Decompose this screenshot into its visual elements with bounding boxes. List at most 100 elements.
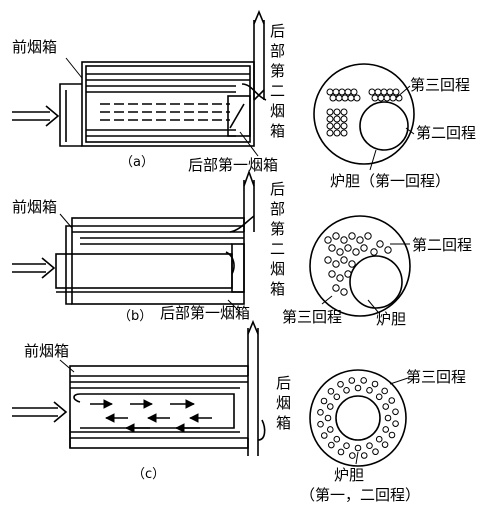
tube-circle xyxy=(340,256,348,264)
tube-circle xyxy=(326,129,334,137)
tube-circle xyxy=(344,88,352,96)
tube-circle xyxy=(340,108,348,116)
svg-text:二: 二 xyxy=(270,82,285,100)
tube-circle xyxy=(329,94,337,102)
tube-circle xyxy=(341,94,349,102)
rear-first-smoke-box-a xyxy=(227,95,251,137)
tube-circle xyxy=(317,420,324,428)
tube-circle xyxy=(344,244,352,252)
tube-circle xyxy=(328,270,336,278)
tube-circle xyxy=(335,94,343,102)
label-front-smoke-box-a: 前烟箱 xyxy=(12,38,57,56)
tube-circle xyxy=(381,441,389,448)
svg-text:烟: 烟 xyxy=(276,394,291,412)
boiler-shell-c xyxy=(69,365,249,449)
tube-circle xyxy=(340,122,348,130)
tube-circle xyxy=(328,244,336,252)
label-furnace-b: 炉胆 xyxy=(376,310,406,328)
svg-text:部: 部 xyxy=(270,200,285,218)
tube-circle xyxy=(333,108,341,116)
tube-circle xyxy=(320,397,328,405)
tube-circle xyxy=(340,236,348,244)
tube-circle xyxy=(327,388,335,395)
tube-circle xyxy=(343,442,350,450)
tube-circle xyxy=(375,435,383,443)
tube-circle xyxy=(382,403,390,410)
label-rear-first-smoke-box-b: 后部第一烟箱 xyxy=(160,304,250,322)
tube-circle xyxy=(333,115,341,123)
tube-circle xyxy=(384,414,392,422)
front-smoke-box-a xyxy=(59,83,82,147)
tube-circle xyxy=(340,129,348,137)
cross-section-a xyxy=(313,63,415,171)
label-front-smoke-box-b: 前烟箱 xyxy=(12,198,57,216)
rear-smoke-box-c xyxy=(247,328,259,456)
tube-circle xyxy=(389,94,397,102)
tube-circle xyxy=(384,246,392,254)
tube-circle xyxy=(386,88,394,96)
label-rear-first-smoke-box-a: 后部第一烟箱 xyxy=(188,156,278,174)
front-smoke-box-b xyxy=(65,225,72,305)
label-rear-second-smoke-box-b: 后 部 第 二 烟 箱 xyxy=(270,180,285,298)
tube-circle xyxy=(340,115,348,123)
label-second-pass-b: 第二回程 xyxy=(412,236,472,254)
tube-circle xyxy=(320,432,328,439)
tube-circle xyxy=(388,431,396,439)
svg-text:烟: 烟 xyxy=(270,260,285,278)
label-furnace-a: 炉胆（第一回程） xyxy=(330,172,450,190)
tube-circle xyxy=(354,444,362,452)
tube-circle xyxy=(348,232,356,240)
tube-circle xyxy=(375,393,383,401)
tube-circle xyxy=(356,236,364,244)
tube-circle xyxy=(354,384,362,392)
tube-circle xyxy=(333,122,341,130)
label-furnace-c: 炉胆 xyxy=(334,466,364,484)
tube-circle xyxy=(326,122,334,130)
svg-text:箱: 箱 xyxy=(276,414,291,432)
panel-b xyxy=(12,169,255,313)
tube-circle xyxy=(337,448,345,456)
label-third-pass-b: 第三回程 xyxy=(282,308,342,326)
tube-circle xyxy=(332,284,340,292)
tube-circle xyxy=(324,256,332,264)
boiler-shell-b xyxy=(71,217,245,305)
label-rear-smoke-box-c: 后 烟 箱 xyxy=(276,374,291,432)
panel-a xyxy=(12,9,267,157)
tube-circle xyxy=(326,108,334,116)
tube-circle xyxy=(352,248,360,256)
tube-circle xyxy=(392,408,399,416)
boiler-shell-a xyxy=(81,61,255,147)
caption-c: （c） xyxy=(132,467,165,482)
svg-text:烟: 烟 xyxy=(270,102,285,120)
tube-circle xyxy=(336,274,344,282)
tube-circle xyxy=(326,115,334,123)
tube-circle xyxy=(360,452,368,459)
label-second-pass-a: 第二回程 xyxy=(416,124,476,142)
tube-circle xyxy=(380,88,388,96)
cross-section-c xyxy=(309,369,409,467)
tube-circle xyxy=(333,393,341,401)
tube-circle xyxy=(360,377,367,384)
tube-circle xyxy=(328,441,335,449)
tube-circle xyxy=(347,94,355,102)
tube-circle xyxy=(343,386,350,394)
tube-circle xyxy=(350,88,358,96)
tube-circle xyxy=(324,414,332,422)
svg-text:二: 二 xyxy=(270,240,285,258)
tube-circle xyxy=(338,88,346,96)
svg-text:后: 后 xyxy=(276,374,291,392)
caption-a: （a） xyxy=(120,155,154,170)
tube-circle xyxy=(364,232,372,240)
tube-circle xyxy=(336,248,344,256)
tube-circle xyxy=(383,94,391,102)
tube-circle xyxy=(374,88,382,96)
tube-circle xyxy=(332,260,340,268)
label-furnace-passes-c: （第一，二回程） xyxy=(300,486,420,504)
rear-second-smoke-box-b xyxy=(243,180,255,232)
rear-second-smoke-box-a xyxy=(253,20,265,100)
tube-circle xyxy=(376,240,384,248)
tube-circle xyxy=(360,244,368,252)
svg-text:后: 后 xyxy=(270,180,285,198)
tube-circle xyxy=(371,380,379,388)
